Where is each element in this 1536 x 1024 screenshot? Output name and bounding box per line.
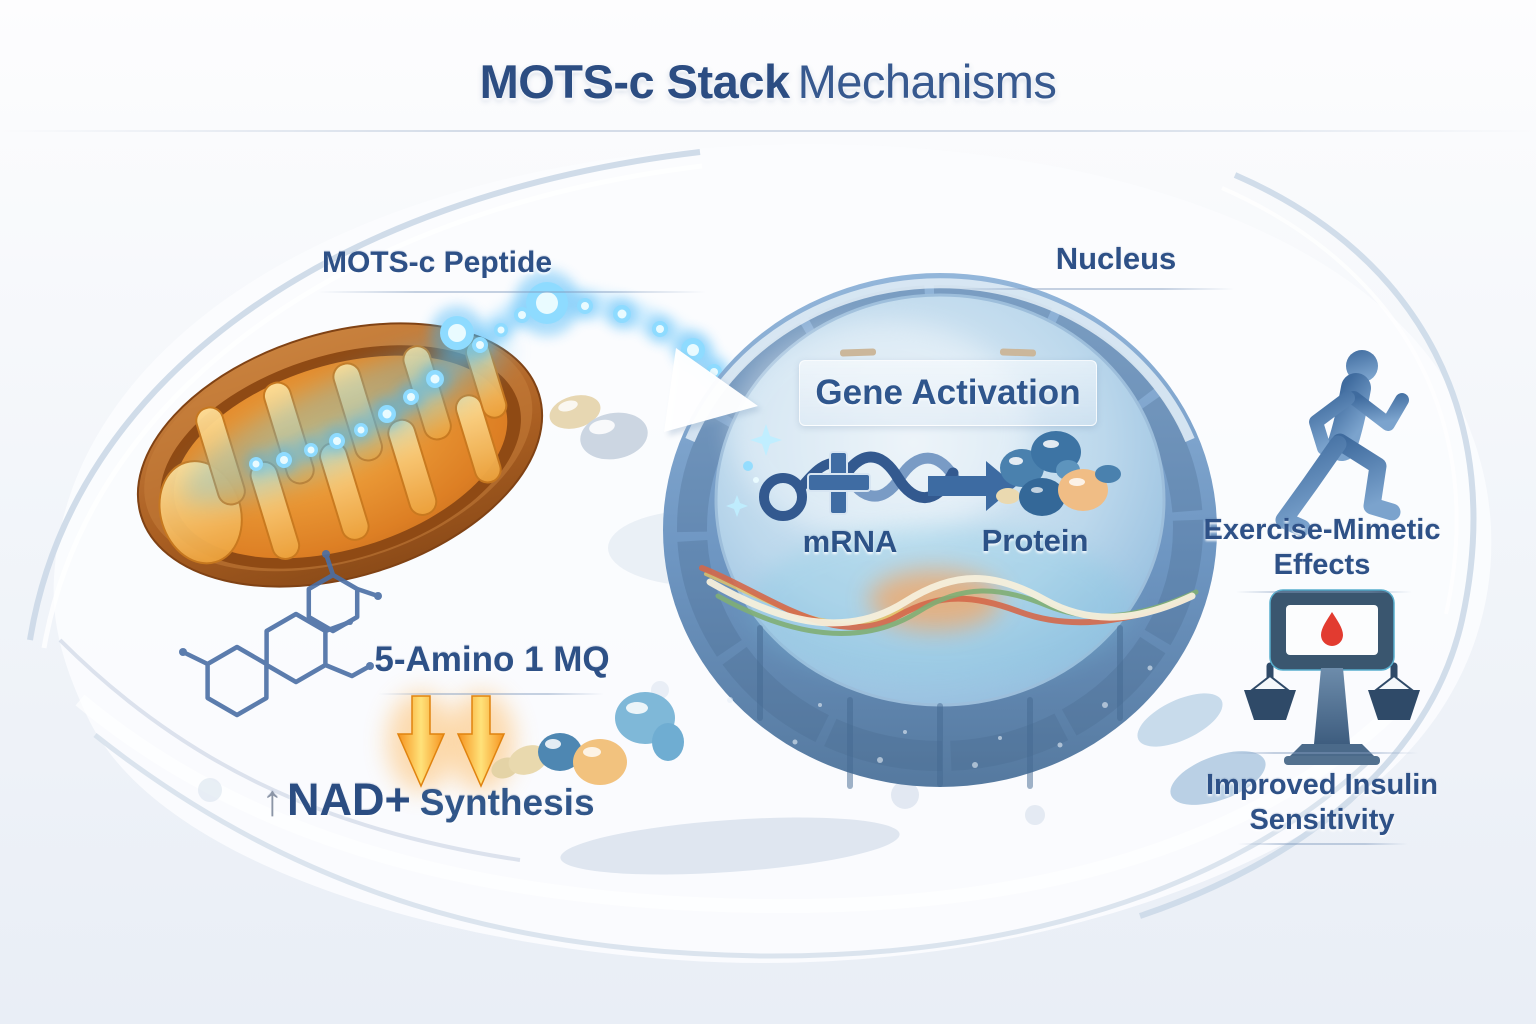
blue-right-arrow-icon [928, 461, 1016, 511]
colored-dna-strands [699, 565, 1199, 636]
insulin-sensitivity-label: Improved Insulin Sensitivity [1206, 768, 1438, 838]
nad-label-text: NAD+ [286, 774, 411, 825]
exercise-label-line1: Exercise-Mimetic [1203, 514, 1441, 546]
insulin-label-line2: Sensitivity [1249, 803, 1395, 836]
insulin-label-line1: Improved Insulin [1205, 769, 1439, 801]
amino-compound-label: 5-Amino 1 MQ [374, 640, 610, 679]
mitochondria-label-divider [318, 291, 706, 293]
orange-down-arrows-icon [387, 692, 515, 792]
amino-label-divider [378, 693, 604, 695]
mrna-label: mRNA [802, 524, 898, 559]
synthesis-label-text: Synthesis [419, 782, 595, 823]
insulin-label-divider-bottom [1238, 843, 1408, 845]
blood-sugar-balance-icon [1244, 589, 1420, 765]
peptide-particle-trail-icon [245, 270, 770, 477]
nad-synthesis-label: ↑NAD+Synthesis [261, 774, 594, 826]
mitochondria-label: MOTS-c Peptide [321, 246, 553, 279]
nucleus-label: Nucleus [1055, 241, 1177, 276]
nucleus-illustration [663, 273, 1217, 789]
white-arrowhead-icon [664, 348, 782, 517]
up-arrow-icon: ↑ [261, 777, 283, 825]
insulin-label-divider-top [1226, 752, 1418, 754]
chemical-structure-icon [179, 550, 382, 718]
protein-label: Protein [981, 523, 1089, 558]
title-bold-text: MOTS-c Stack [479, 55, 791, 108]
top-divider [0, 130, 1536, 132]
nucleus-label-divider [948, 288, 1234, 290]
runner-icon [1275, 350, 1409, 537]
molecule-cluster-icon [491, 692, 684, 785]
exercise-effects-label: Exercise-Mimetic Effects [1204, 513, 1441, 583]
protein-cluster-icon [996, 431, 1121, 516]
exercise-label-divider [1236, 591, 1412, 593]
exercise-label-line2: Effects [1273, 548, 1371, 581]
title-regular-text: Mechanisms [797, 55, 1057, 108]
gene-activation-panel: Gene Activation [799, 360, 1097, 426]
gene-activation-label: Gene Activation [815, 373, 1081, 412]
